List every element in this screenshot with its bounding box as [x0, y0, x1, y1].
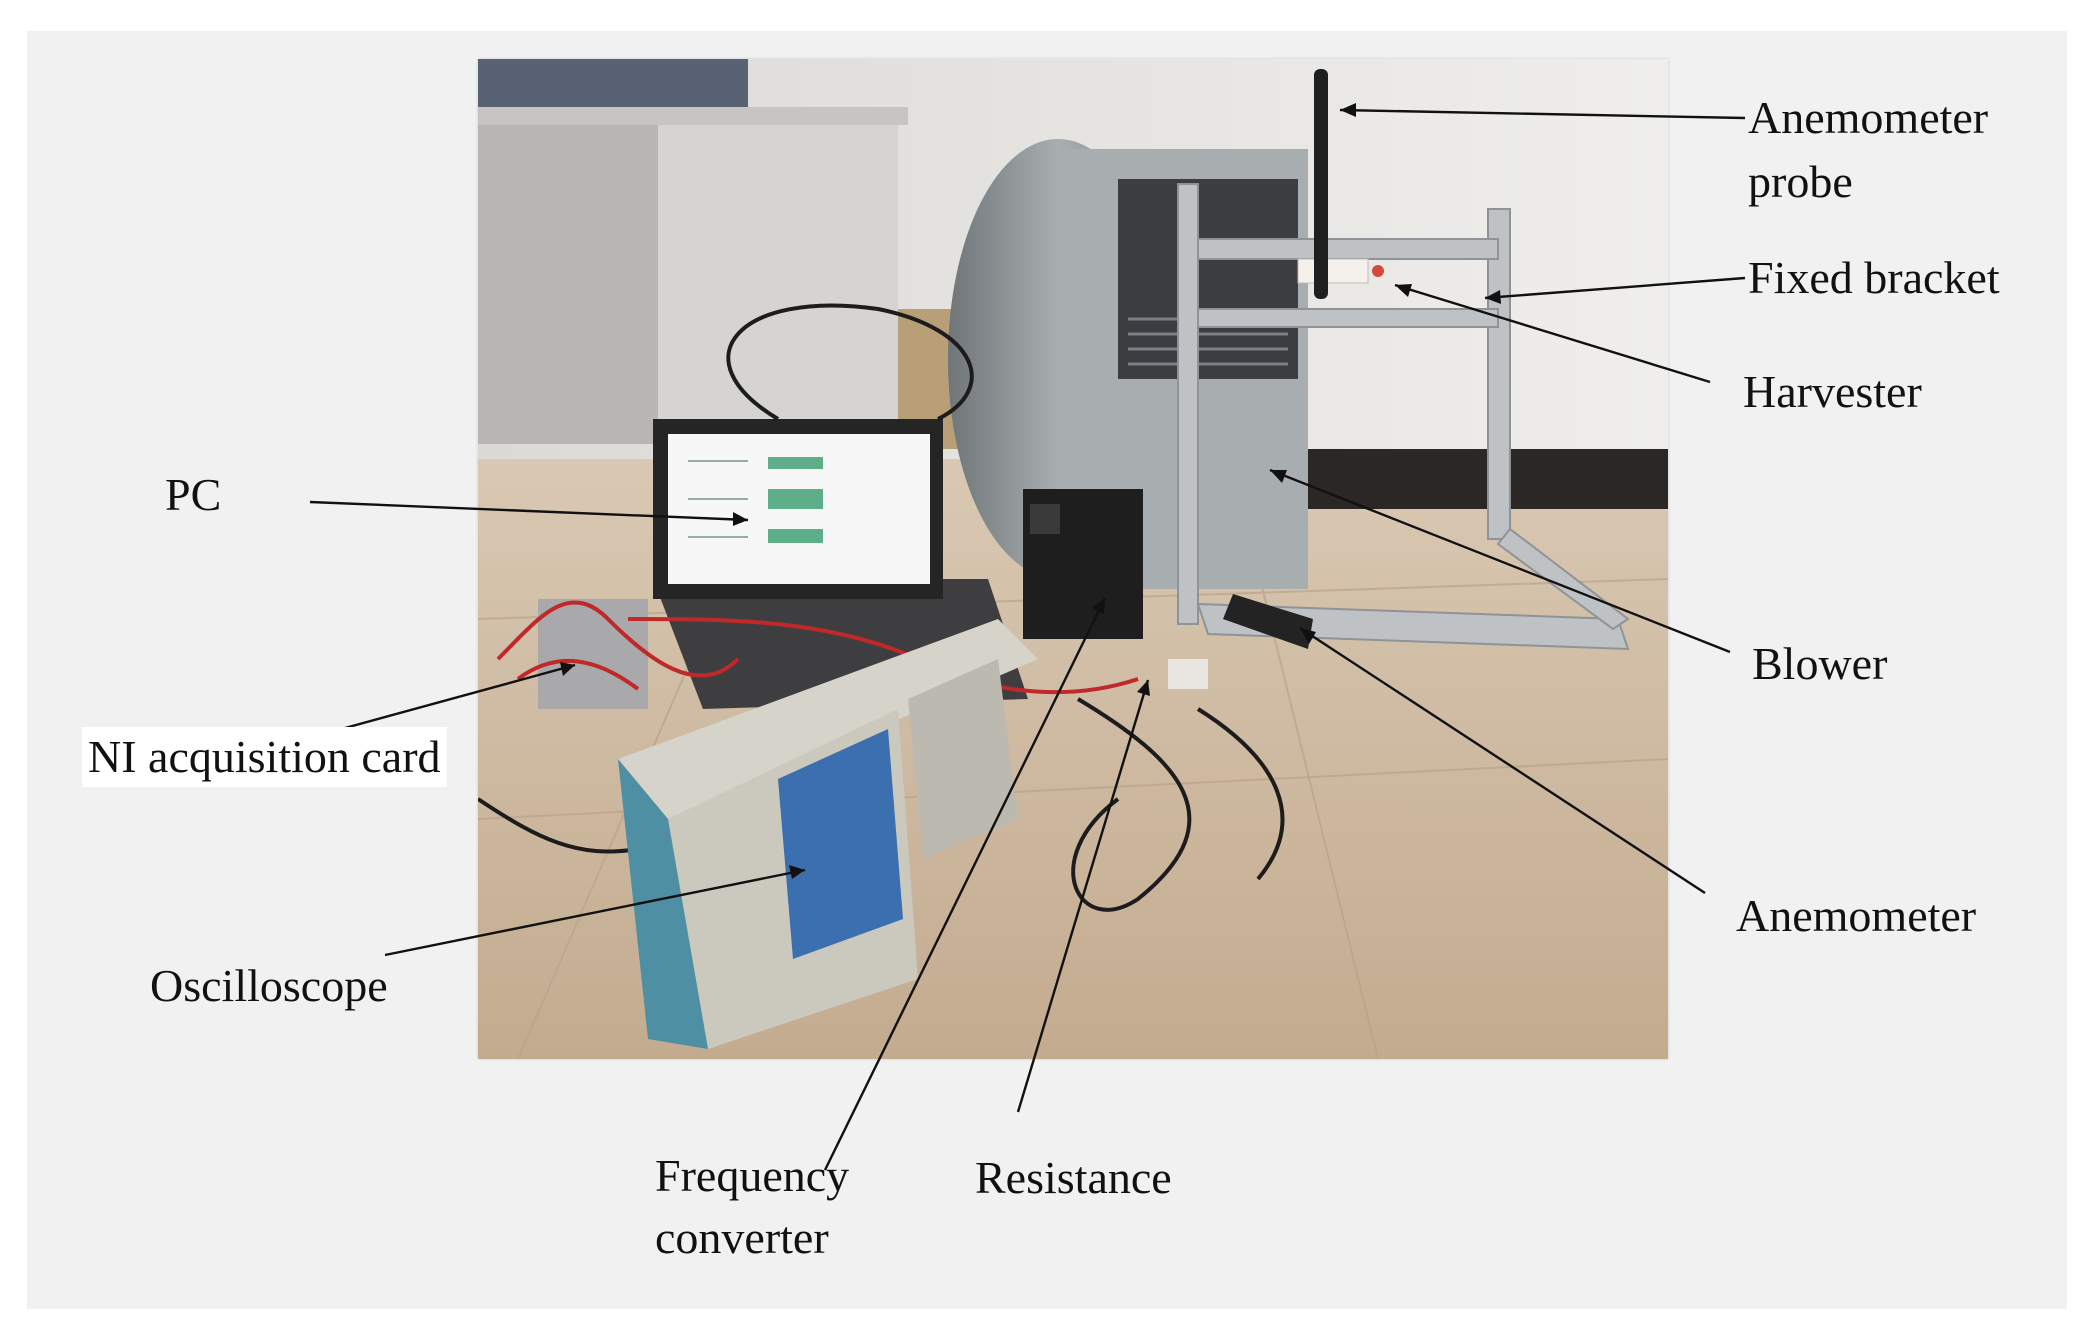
label-harvester: Harvester — [1743, 366, 1922, 417]
harvester-tip — [1372, 265, 1384, 277]
resistance-board — [1168, 659, 1208, 689]
label-blower: Blower — [1752, 638, 1888, 689]
label-oscilloscope: Oscilloscope — [150, 960, 388, 1011]
label-frequency-converter-line2: converter — [655, 1212, 829, 1263]
cabinet-top — [478, 107, 908, 125]
label-frequency-converter-line1: Frequency — [655, 1150, 850, 1201]
label-anemometer: Anemometer — [1736, 890, 1977, 941]
anemometer-probe-rod — [1314, 69, 1328, 299]
label-fixed-bracket: Fixed bracket — [1748, 252, 2000, 303]
photo-drawing — [478, 59, 1668, 1059]
harvester-device — [1297, 258, 1369, 284]
ni-card-body — [538, 599, 648, 709]
label-anemometer-probe-line2: probe — [1748, 156, 1853, 207]
label-anemometer-probe: Anemometer probe — [1748, 86, 1988, 214]
experiment-photo — [478, 59, 1668, 1059]
label-anemometer-probe-line1: Anemometer — [1748, 92, 1989, 143]
label-frequency-converter: Frequency converter — [655, 1145, 849, 1269]
label-resistance: Resistance — [975, 1152, 1172, 1203]
label-pc: PC — [165, 469, 222, 520]
cabinet-left — [478, 114, 658, 444]
laptop-screen-content — [688, 457, 823, 543]
label-ni-acquisition-card: NI acquisition card — [82, 727, 447, 787]
cabinet-door — [658, 114, 898, 474]
blower-opening — [1118, 179, 1298, 379]
black-cables — [478, 303, 1285, 912]
